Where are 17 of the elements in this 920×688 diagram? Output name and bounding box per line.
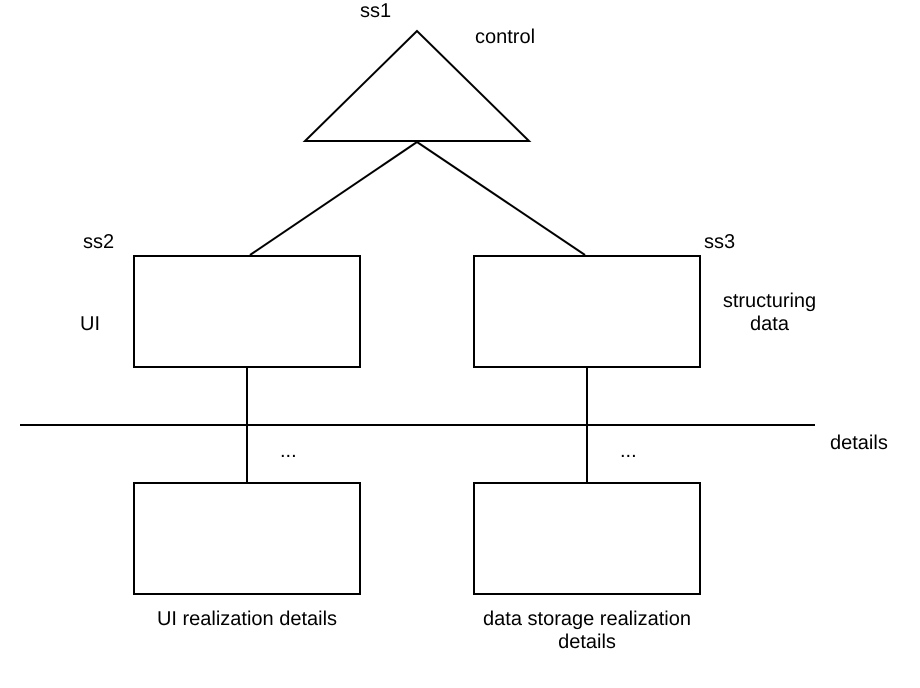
connector-line xyxy=(246,368,248,482)
module-box xyxy=(133,482,361,595)
node-caption: UI realization details xyxy=(156,608,338,631)
node-caption: structuring data xyxy=(722,290,817,336)
node-caption: ... xyxy=(620,440,637,463)
node-heading: ss3 xyxy=(704,231,736,254)
node-caption: ... xyxy=(280,440,297,463)
connector-line xyxy=(416,141,586,256)
node-heading: ss2 xyxy=(83,231,114,254)
node-caption: UI xyxy=(80,313,100,336)
node-caption: data storage realization details xyxy=(482,608,692,654)
node-caption: control xyxy=(475,26,536,49)
module-box xyxy=(473,482,701,595)
connector-line xyxy=(586,368,588,482)
node-heading: ss1 xyxy=(360,0,392,23)
level-label: details xyxy=(830,432,888,455)
connector-line xyxy=(249,141,418,256)
